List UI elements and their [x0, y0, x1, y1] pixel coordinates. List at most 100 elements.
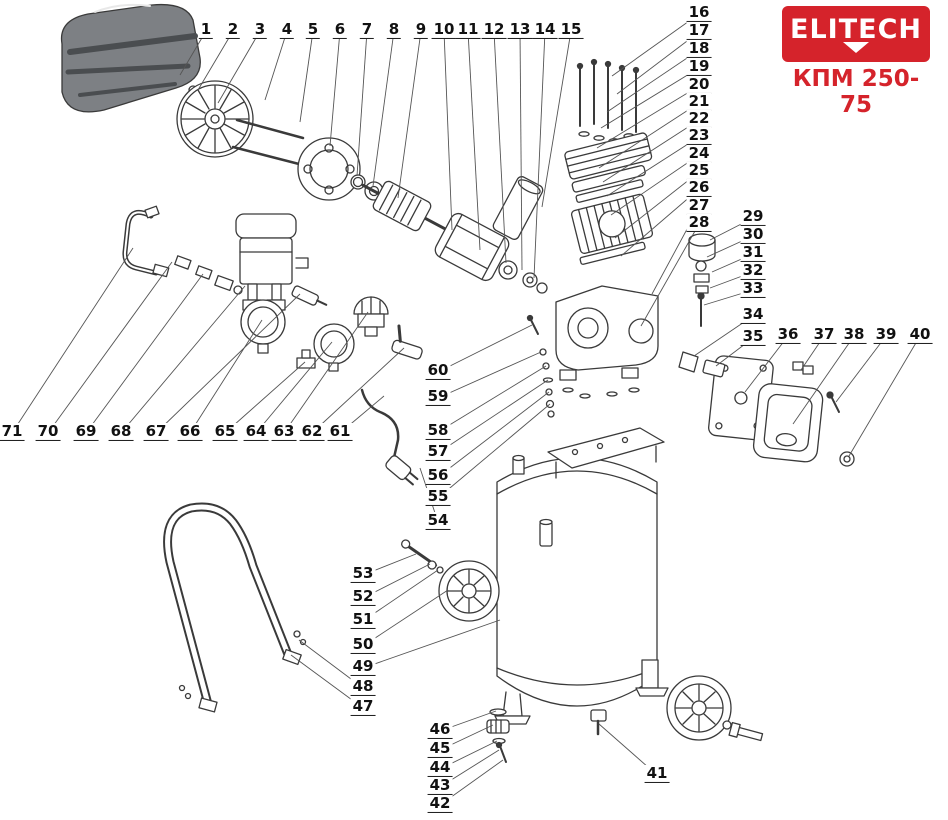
part-number-56: 56 — [425, 465, 451, 486]
leader-line-59 — [437, 351, 542, 399]
cylinder-sleeve — [492, 176, 544, 240]
part-number-35: 35 — [740, 326, 766, 347]
part-number-49: 49 — [350, 656, 376, 677]
part-number-9: 9 — [413, 19, 429, 40]
part-number-47: 47 — [350, 696, 376, 717]
leader-line-56 — [437, 391, 550, 478]
brand-logo: ELITECH — [782, 6, 930, 62]
leader-line-10 — [443, 30, 453, 231]
part-number-17: 17 — [686, 20, 712, 41]
part-number-64: 64 — [243, 421, 269, 442]
part-number-4: 4 — [279, 19, 295, 40]
cap-nut — [839, 451, 855, 467]
part-number-22: 22 — [686, 108, 712, 129]
circlip — [350, 174, 366, 190]
part-number-25: 25 — [686, 160, 712, 181]
logo-triangle-icon — [843, 41, 869, 53]
stator — [434, 212, 510, 282]
part-number-5: 5 — [305, 19, 321, 40]
part-number-1: 1 — [198, 19, 214, 40]
part-number-13: 13 — [507, 19, 533, 40]
part-number-53: 53 — [350, 563, 376, 584]
handle — [163, 502, 307, 713]
part-number-52: 52 — [350, 586, 376, 607]
part-number-27: 27 — [686, 195, 712, 216]
ball-valve — [391, 324, 423, 360]
part-number-23: 23 — [686, 125, 712, 146]
leader-line-17 — [616, 31, 700, 95]
leader-line-19 — [600, 67, 700, 129]
leader-line-16 — [611, 13, 700, 77]
part-number-63: 63 — [271, 421, 297, 442]
part-number-29: 29 — [740, 206, 766, 227]
leader-line-65 — [224, 361, 306, 434]
leader-line-13 — [519, 30, 523, 271]
part-number-65: 65 — [212, 421, 238, 442]
leader-line-70 — [47, 261, 173, 434]
drain-parts — [486, 708, 510, 763]
rotor — [361, 180, 448, 232]
leader-line-39 — [835, 335, 887, 403]
part-number-59: 59 — [425, 386, 451, 407]
part-number-14: 14 — [532, 19, 558, 40]
part-number-19: 19 — [686, 56, 712, 77]
leader-line-3 — [217, 30, 261, 104]
shaft-washers — [498, 260, 548, 294]
leader-line-18 — [606, 49, 700, 113]
part-number-21: 21 — [686, 91, 712, 112]
fan — [176, 80, 254, 158]
part-number-61: 61 — [327, 421, 353, 442]
part-number-40: 40 — [907, 324, 933, 345]
part-number-10: 10 — [431, 19, 457, 40]
part-number-48: 48 — [350, 676, 376, 697]
model-number: КПМ 250-75 — [792, 66, 920, 118]
cylinder-head — [564, 132, 653, 180]
part-number-36: 36 — [775, 324, 801, 345]
leader-line-40 — [848, 335, 921, 457]
leader-line-69 — [85, 273, 204, 434]
air-filter — [678, 233, 726, 378]
part-number-57: 57 — [425, 441, 451, 462]
leader-line-23 — [606, 136, 700, 197]
part-number-71: 71 — [0, 421, 25, 442]
part-number-18: 18 — [686, 38, 712, 59]
cylinder-block — [570, 193, 654, 254]
part-number-2: 2 — [225, 19, 241, 40]
part-number-31: 31 — [740, 242, 766, 263]
leader-line-15 — [541, 30, 572, 208]
part-number-51: 51 — [350, 609, 376, 630]
part-number-6: 6 — [332, 19, 348, 40]
motor-mount-plate — [547, 427, 665, 479]
axle-bolt-front — [401, 539, 444, 574]
outlet-tube — [122, 205, 170, 278]
leader-line-24 — [610, 154, 700, 216]
part-number-41: 41 — [644, 763, 670, 784]
crankcase — [555, 285, 659, 399]
safety-valve — [291, 285, 328, 306]
part-number-67: 67 — [143, 421, 169, 442]
part-number-26: 26 — [686, 177, 712, 198]
part-number-15: 15 — [558, 19, 584, 40]
part-number-70: 70 — [35, 421, 61, 442]
axle-bolt-rear — [728, 721, 764, 742]
leader-line-51 — [362, 569, 439, 622]
part-number-50: 50 — [350, 634, 376, 655]
leader-line-49 — [362, 619, 501, 669]
part-number-66: 66 — [177, 421, 203, 442]
leader-line-20 — [596, 85, 700, 149]
part-number-58: 58 — [425, 420, 451, 441]
leader-line-4 — [264, 30, 288, 101]
part-number-7: 7 — [359, 19, 375, 40]
part-number-3: 3 — [252, 19, 268, 40]
part-number-46: 46 — [427, 719, 453, 740]
leader-line-55 — [437, 403, 551, 499]
leader-line-64 — [255, 341, 333, 434]
leader-line-63 — [283, 311, 369, 434]
leader-line-36 — [744, 335, 789, 393]
head-bolts — [576, 58, 640, 144]
pressure-gauge-small — [313, 323, 355, 372]
part-number-30: 30 — [740, 224, 766, 245]
bearing-flange — [297, 137, 361, 201]
part-number-39: 39 — [873, 324, 899, 345]
